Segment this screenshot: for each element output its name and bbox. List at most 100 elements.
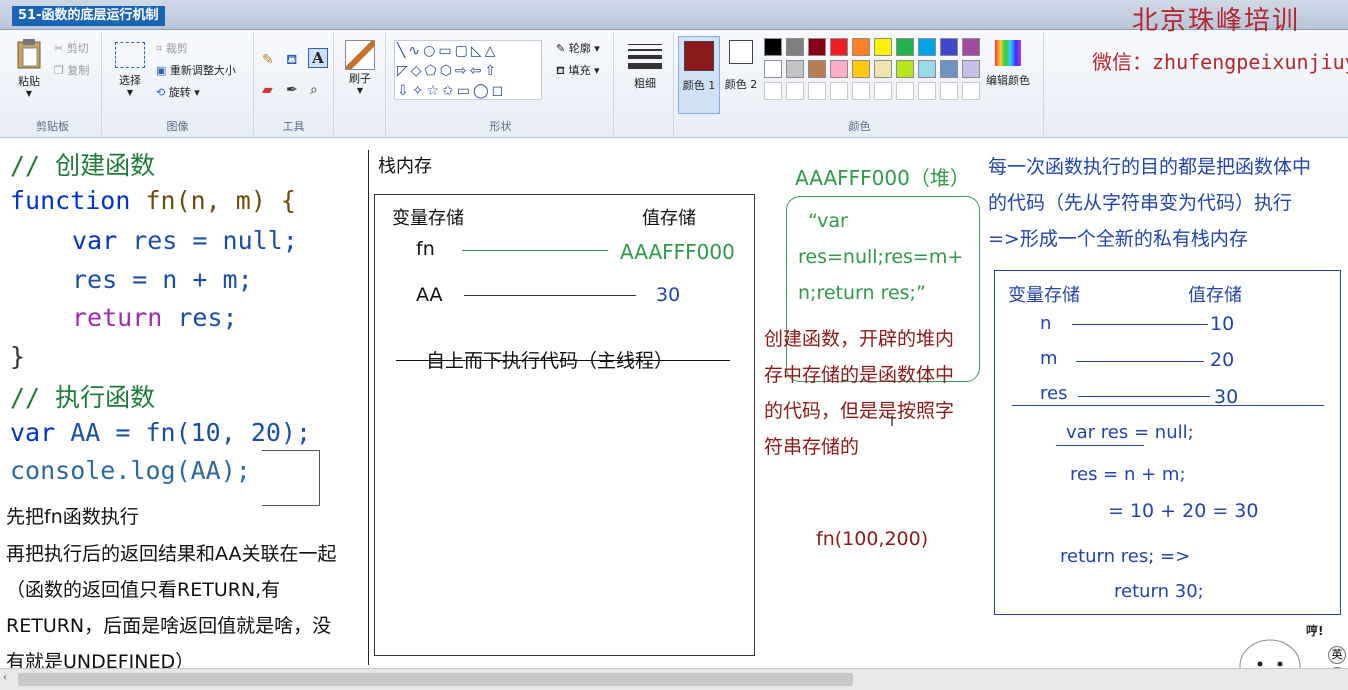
colors-group-label: 颜色 xyxy=(848,120,871,133)
shape-gallery[interactable]: ╲∿○▭▢◺△◸◇⬠⬡⇨⇦⇧⇩✧☆✩▭◯◻ xyxy=(394,40,542,100)
paste-button[interactable]: 粘贴 ▼ xyxy=(12,38,46,98)
resize-button[interactable]: ▣ 重新调整大小 xyxy=(156,62,236,78)
tools-group-label: 工具 xyxy=(282,120,305,133)
magnifier-icon[interactable]: ⌕ xyxy=(310,82,318,98)
outline-icon: ✎ xyxy=(556,42,566,55)
video-title-tab[interactable]: 51-函数的底层运行机制 xyxy=(12,6,165,26)
eraser-icon[interactable]: ▰ xyxy=(262,82,273,98)
mascot-bubble: 哼! xyxy=(1306,624,1324,638)
fill-label: 填充 xyxy=(568,64,591,77)
rotate-button[interactable]: ⟲ 旋转 ▾ xyxy=(156,86,200,99)
color-picker-icon[interactable]: ✒ xyxy=(286,82,298,98)
console-annotation-bracket xyxy=(262,450,320,506)
palette-swatch[interactable] xyxy=(940,82,958,100)
palette-swatch[interactable] xyxy=(830,60,848,78)
palette-swatch[interactable] xyxy=(764,38,782,56)
scroll-left-arrow-icon[interactable]: ‹ xyxy=(3,672,7,683)
heap-content-2: res=null;res=m+ xyxy=(798,246,964,268)
palette-swatch[interactable] xyxy=(896,38,914,56)
crop-label: 裁剪 xyxy=(165,42,188,55)
select-dropdown-icon[interactable]: ▼ xyxy=(126,88,134,97)
crop-button[interactable]: ⌗ 裁剪 xyxy=(156,40,188,56)
copy-button[interactable]: ❐ 复制 xyxy=(54,62,89,78)
brush-button[interactable]: 刷子 ▼ xyxy=(342,40,378,95)
code-function-keyword: function xyxy=(10,186,131,215)
palette-swatch[interactable] xyxy=(962,38,980,56)
brush-label: 刷子 xyxy=(349,72,371,85)
color1-button[interactable]: 颜色 1 xyxy=(678,36,720,114)
palette-swatch[interactable] xyxy=(918,60,936,78)
code-close-brace: } xyxy=(10,342,26,371)
line-width-icon xyxy=(628,44,662,69)
paint-canvas[interactable]: // 创建函数 function fn(n, m) { var res = nu… xyxy=(0,138,1348,673)
paste-label: 粘贴 xyxy=(18,75,40,88)
heap-explain-1: 创建函数，开辟的堆内 xyxy=(764,328,955,350)
palette-swatch[interactable] xyxy=(764,60,782,78)
fill-button[interactable]: ⛾ 填充 ▾ xyxy=(556,64,600,77)
palette-swatch[interactable] xyxy=(808,60,826,78)
palette-swatch[interactable] xyxy=(940,60,958,78)
shapes-group-label: 形状 xyxy=(489,120,512,133)
horizontal-scrollbar[interactable]: ‹ xyxy=(0,668,1348,690)
color2-button[interactable]: 颜色 2 xyxy=(722,40,760,92)
brush-dropdown-icon[interactable]: ▼ xyxy=(356,86,364,95)
brush-group: 刷子 ▼ xyxy=(334,32,386,136)
brand-watermark: 北京珠峰培训 xyxy=(1132,6,1301,36)
scrollbar-thumb[interactable] xyxy=(18,673,853,686)
title-bar: 51-函数的底层运行机制 xyxy=(0,0,1348,30)
palette-swatch[interactable] xyxy=(918,38,936,56)
private-step-4: return res; => xyxy=(1060,546,1191,567)
select-button[interactable]: 选择 ▼ xyxy=(112,42,148,97)
code-var-line: var res = null; xyxy=(72,226,298,255)
pencil-icon[interactable]: ✎ xyxy=(262,52,274,68)
palette-swatch[interactable] xyxy=(962,82,980,100)
palette-swatch[interactable] xyxy=(896,60,914,78)
cut-button[interactable]: ✂ 剪切 xyxy=(54,40,89,56)
fill-icon: ⛾ xyxy=(556,64,565,77)
palette-swatch[interactable] xyxy=(830,38,848,56)
color2-swatch xyxy=(729,40,753,64)
image-group: 选择 ▼ ⌗ 裁剪 ▣ 重新调整大小 ⟲ 旋转 ▾ 图像 xyxy=(102,32,254,136)
palette-swatch[interactable] xyxy=(874,60,892,78)
palette-swatch[interactable] xyxy=(852,82,870,100)
cut-label: 剪切 xyxy=(66,42,89,55)
private-n-link xyxy=(1072,324,1208,325)
code-return-rest: res; xyxy=(162,303,238,332)
code-aa-keyword: var xyxy=(10,418,56,447)
heap-explain-3: 的代码，但是是按照字 xyxy=(764,400,955,422)
cut-icon: ✂ xyxy=(54,42,64,55)
palette-swatch[interactable] xyxy=(918,82,936,100)
note-line-2: 再把执行后的返回结果和AA关联在一起 xyxy=(6,543,337,565)
outline-button[interactable]: ✎ 轮廓 ▾ xyxy=(556,42,600,55)
edit-colors-button[interactable]: 编辑颜色 xyxy=(982,40,1034,88)
heap-explain-4: 符串存储的 xyxy=(764,436,860,458)
palette-swatch[interactable] xyxy=(940,38,958,56)
palette-swatch[interactable] xyxy=(874,82,892,100)
palette-swatch[interactable] xyxy=(830,82,848,100)
private-step-1: var res = null; xyxy=(1066,422,1194,443)
code-return-keyword: return xyxy=(72,303,163,332)
palette-swatch[interactable] xyxy=(874,38,892,56)
palette-swatch[interactable] xyxy=(786,82,804,100)
palette-swatch[interactable] xyxy=(786,38,804,56)
stack-aa-link xyxy=(464,295,636,296)
palette-swatch[interactable] xyxy=(962,60,980,78)
palette-swatch[interactable] xyxy=(764,82,782,100)
palette-swatch[interactable] xyxy=(786,60,804,78)
fill-bucket-icon[interactable]: ⛾ xyxy=(286,52,298,68)
palette-swatch[interactable] xyxy=(852,38,870,56)
text-tool-icon[interactable]: A xyxy=(308,48,328,68)
palette-swatch[interactable] xyxy=(852,60,870,78)
code-function-signature: fn(n, m) { xyxy=(130,186,296,215)
private-n-var: n xyxy=(1040,313,1052,334)
palette-swatch[interactable] xyxy=(808,38,826,56)
heap-explain-2: 存中存储的是函数体中 xyxy=(764,364,955,386)
palette-swatch[interactable] xyxy=(808,82,826,100)
color2-label: 颜色 2 xyxy=(724,78,758,91)
size-button[interactable]: 粗细 xyxy=(628,44,662,91)
ime-english-toggle[interactable]: 英 xyxy=(1328,646,1346,664)
brush-icon xyxy=(345,40,375,70)
palette-swatch[interactable] xyxy=(896,82,914,100)
paste-dropdown-icon[interactable]: ▼ xyxy=(25,89,33,98)
code-comment-exec: // 执行函数 xyxy=(10,383,156,412)
